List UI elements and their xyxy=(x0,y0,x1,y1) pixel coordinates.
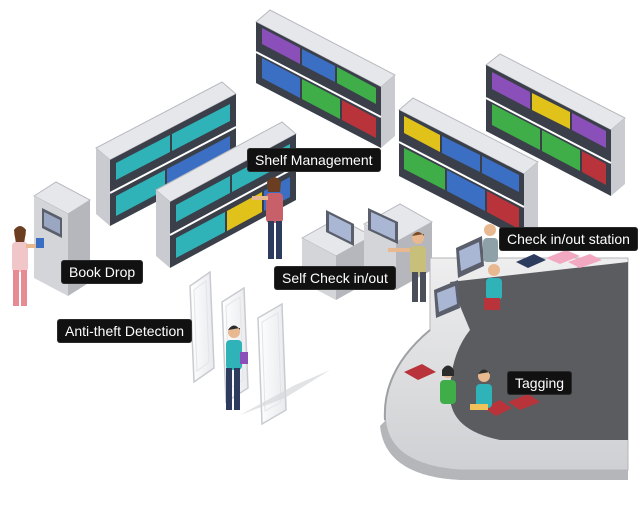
patron-anti-theft xyxy=(226,325,248,410)
staff-shelf-management xyxy=(252,177,283,259)
bookshelf-back-center xyxy=(255,9,396,148)
label-shelf-management: Shelf Management xyxy=(248,149,380,171)
patron-self-check xyxy=(388,232,426,302)
bookshelf-back-right xyxy=(485,53,626,196)
label-anti-theft: Anti-theft Detection xyxy=(58,320,192,342)
label-check-station: Check in/out station xyxy=(500,228,637,250)
label-tagging: Tagging xyxy=(508,372,572,394)
patron-book-drop xyxy=(12,226,44,306)
anti-theft-gates xyxy=(189,270,330,426)
staff-tagging xyxy=(440,365,492,410)
bookshelf-middle-right xyxy=(398,97,539,240)
desk-monitors xyxy=(434,236,484,318)
label-book-drop: Book Drop xyxy=(62,261,143,283)
desk-books xyxy=(404,250,602,416)
staff-check-station xyxy=(483,224,502,310)
label-self-check: Self Check in/out xyxy=(275,267,395,289)
